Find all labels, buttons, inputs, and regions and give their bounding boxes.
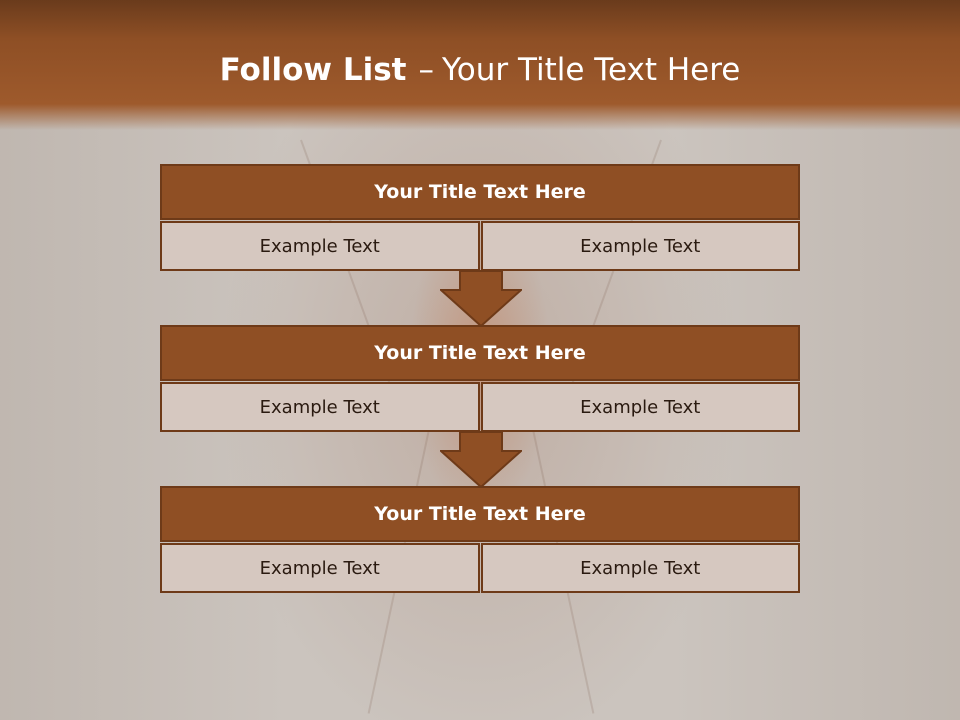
block-cell-right[interactable]: Example Text xyxy=(480,543,800,593)
list-block-3: Your Title Text Here Example Text Exampl… xyxy=(160,486,800,593)
block-title[interactable]: Your Title Text Here xyxy=(160,325,800,381)
list-block-1: Your Title Text Here Example Text Exampl… xyxy=(160,164,800,271)
block-title[interactable]: Your Title Text Here xyxy=(160,486,800,542)
block-cell-right[interactable]: Example Text xyxy=(480,382,800,432)
block-row: Example Text Example Text xyxy=(160,382,800,432)
down-arrow-icon xyxy=(440,270,522,326)
block-cell-right[interactable]: Example Text xyxy=(480,221,800,271)
block-cell-left[interactable]: Example Text xyxy=(160,382,480,432)
slide-title[interactable]: Follow List–Your Title Text Here xyxy=(0,52,960,88)
block-cell-left[interactable]: Example Text xyxy=(160,221,480,271)
title-rest: Your Title Text Here xyxy=(441,52,741,88)
block-row: Example Text Example Text xyxy=(160,221,800,271)
title-dash: – xyxy=(418,52,434,88)
down-arrow-icon xyxy=(440,431,522,487)
block-title[interactable]: Your Title Text Here xyxy=(160,164,800,220)
block-row: Example Text Example Text xyxy=(160,543,800,593)
block-cell-left[interactable]: Example Text xyxy=(160,543,480,593)
header-band xyxy=(0,0,960,130)
title-bold: Follow List xyxy=(219,52,407,88)
list-block-2: Your Title Text Here Example Text Exampl… xyxy=(160,325,800,432)
